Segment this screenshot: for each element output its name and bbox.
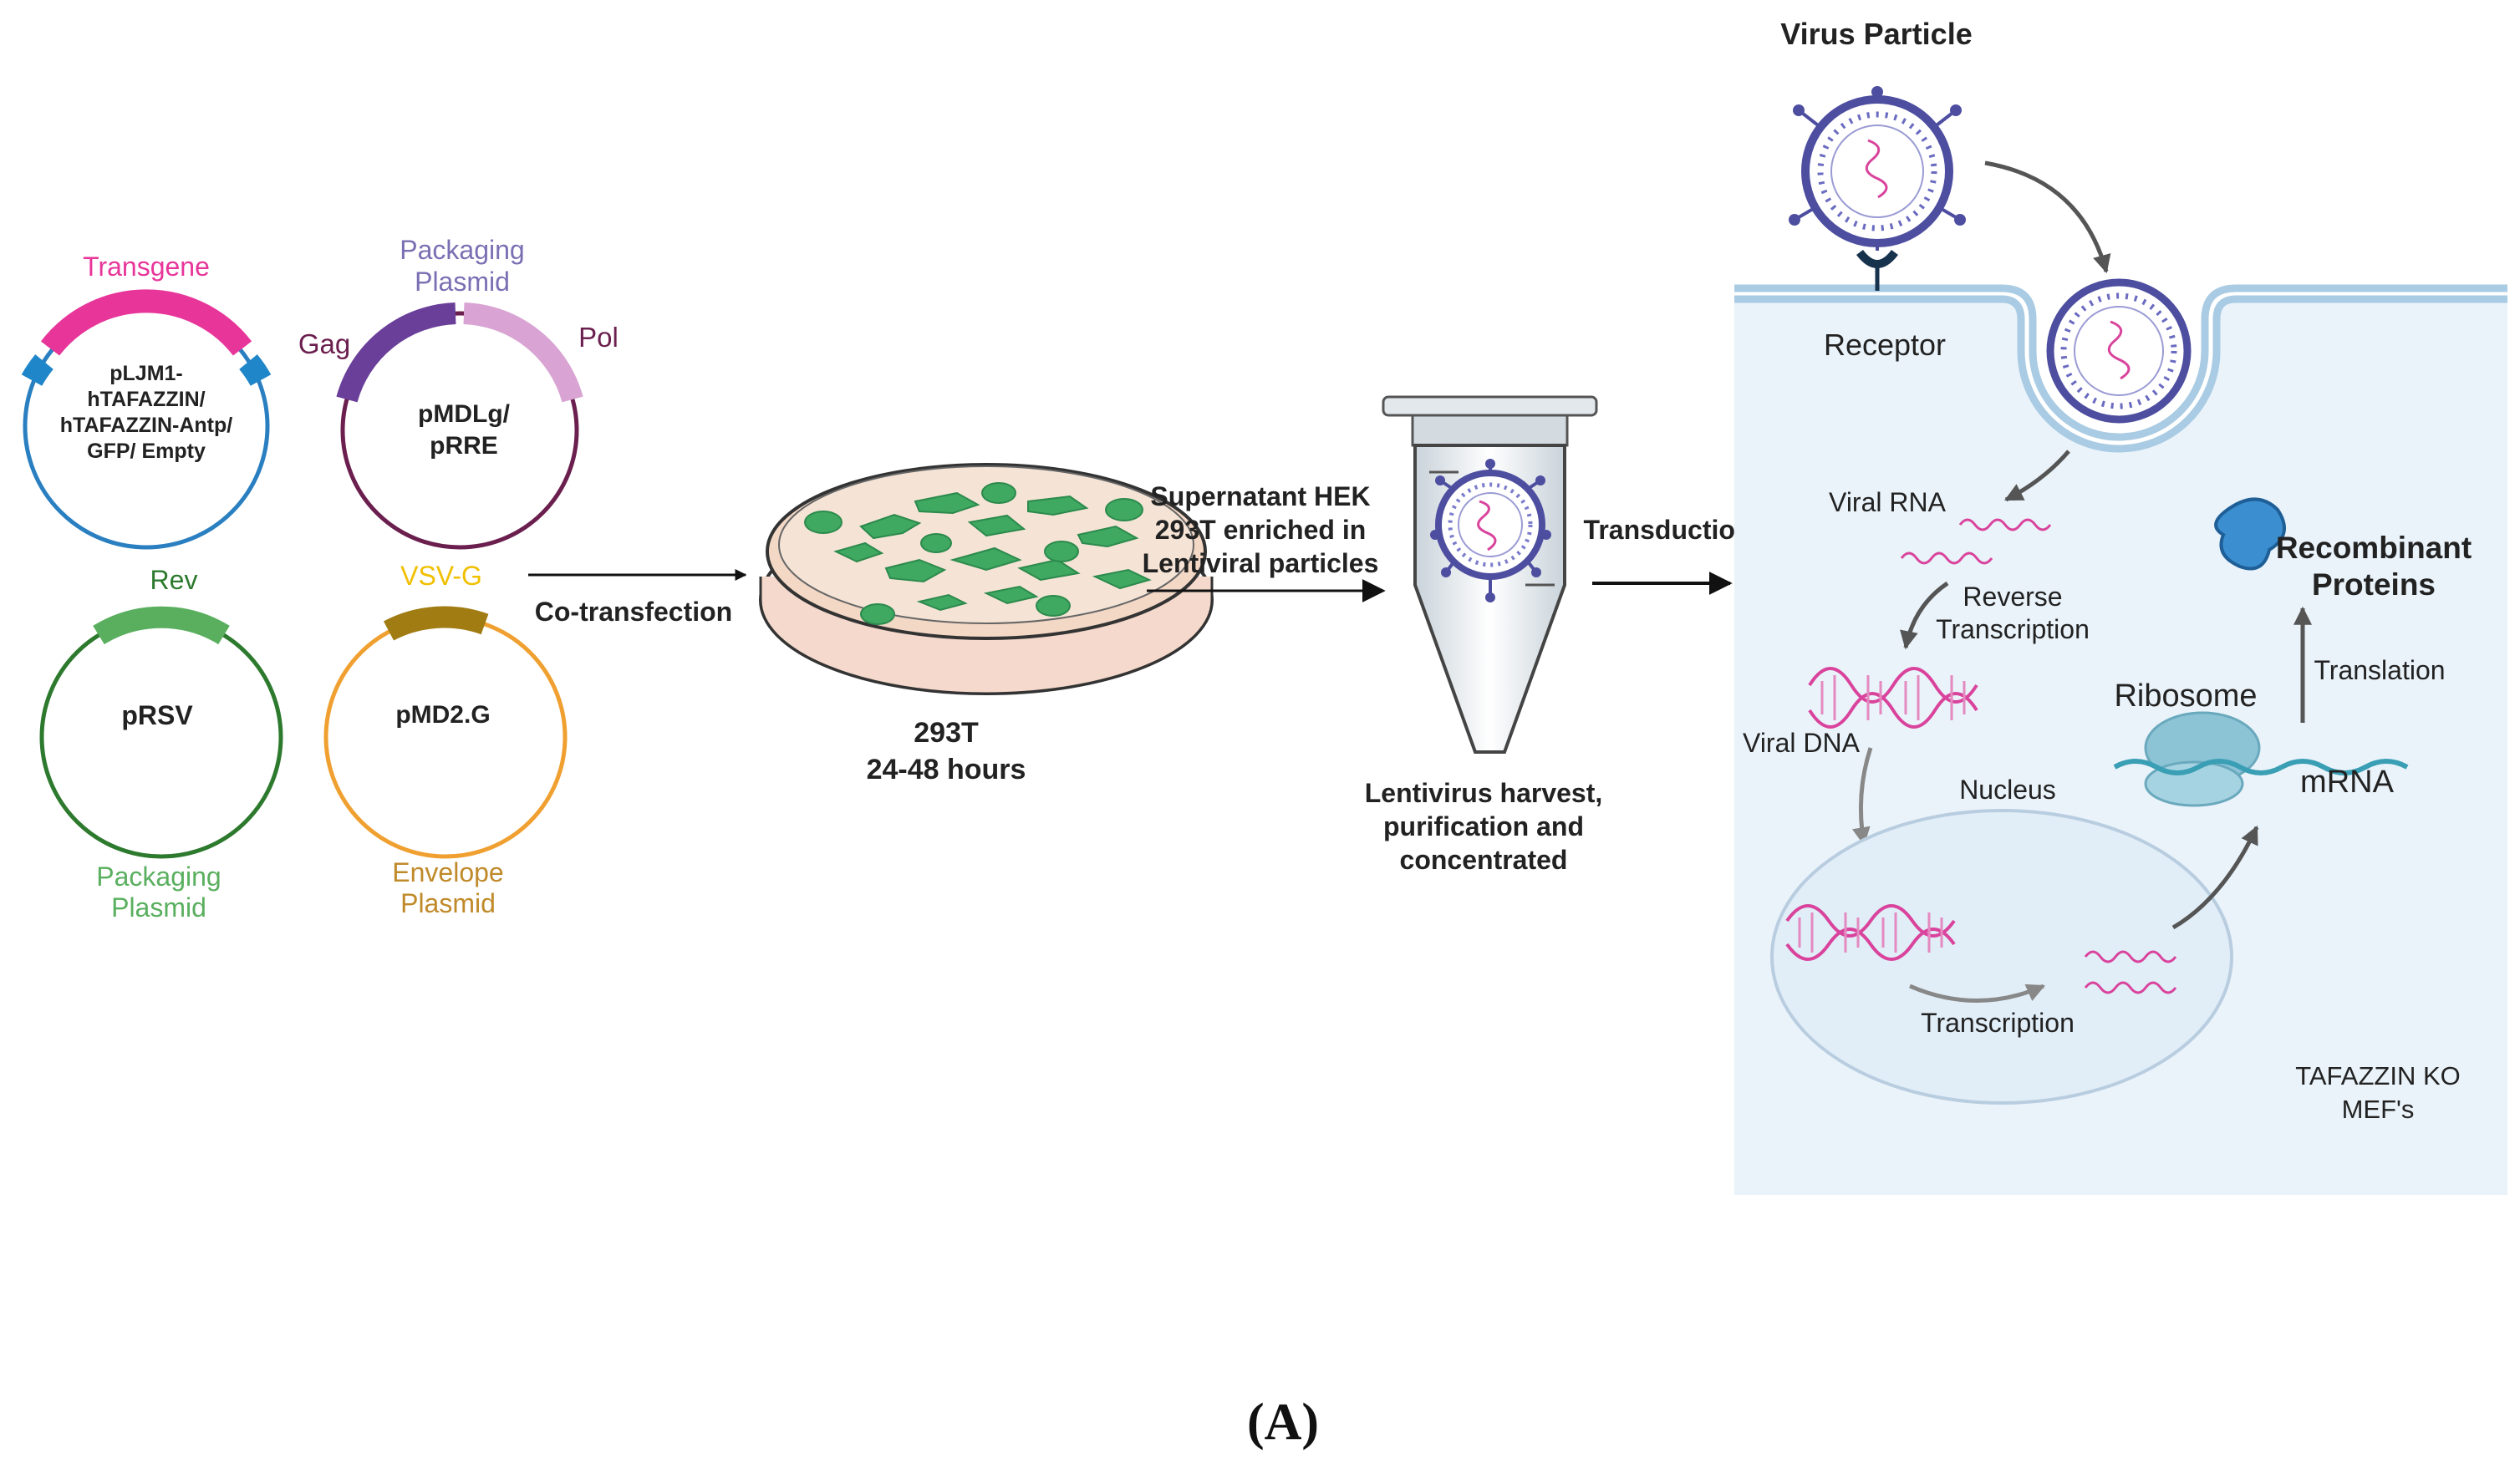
- plasmid1-name-line2: hTAFAZZIN/: [87, 388, 205, 411]
- recombinant-label-line1: Recombinant: [2276, 531, 2472, 565]
- gag-segment: [336, 302, 456, 403]
- reverse-transcription-line2: Transcription: [1936, 614, 2090, 644]
- pol-label: Pol: [578, 322, 619, 353]
- plasmid-plj-m1: Transgene pLJM1- hTAFAZZIN/ hTAFAZZIN-An…: [21, 252, 272, 550]
- endocytosed-virus: [2046, 278, 2192, 424]
- supernatant-label-line3: Lentiviral particles: [1143, 548, 1379, 578]
- reverse-transcription-arrow: [1900, 581, 1949, 650]
- harvest-label-line3: concentrated: [1400, 845, 1568, 875]
- plasmid1-name-line3: hTAFAZZIN-Antp/: [60, 414, 232, 437]
- vsvg-label: VSV-G: [400, 561, 482, 591]
- dish-label-line1: 293T: [914, 717, 979, 749]
- rev-label: Rev: [150, 565, 198, 595]
- envelope-plasmid-label-line2: Plasmid: [400, 888, 496, 918]
- entry-arrow: [1984, 160, 2111, 274]
- reverse-transcription-line1: Reverse: [1963, 582, 2062, 612]
- plasmid4-backbone: [323, 615, 568, 859]
- integrated-dna-helix: [1785, 904, 1956, 961]
- dish-rim: [778, 465, 1194, 624]
- virus-particle: [1789, 86, 1966, 291]
- packaging-plasmid2-label-line2: Plasmid: [111, 892, 206, 923]
- plasmid4-name: pMD2.G: [395, 701, 490, 729]
- uncoating-arrow: [2004, 450, 2070, 502]
- recombinant-label-line2: Proteins: [2312, 567, 2436, 602]
- protein-shape: [2214, 497, 2286, 571]
- petri-dish: [759, 463, 1214, 695]
- transduction-label: Transduction: [1584, 515, 1752, 545]
- viral-rna-label: Viral RNA: [1829, 487, 1947, 517]
- hek293t-cells: [804, 482, 1152, 625]
- virus-particle-title: Virus Particle: [1780, 17, 1972, 51]
- nucleus-label: Nucleus: [1959, 775, 2056, 805]
- membrane-inner: [1734, 295, 2507, 453]
- transcription-arrow: [1908, 984, 2046, 1003]
- plasmid2-name-line1: pMDLg/: [418, 400, 511, 428]
- centrifuge-tube: [1382, 395, 1598, 754]
- plasmid-pmdlg-prre: Packaging Plasmid Gag Pol pMDLg/ pRRE: [298, 235, 619, 550]
- nuclear-export-arrow: [2171, 826, 2259, 930]
- viral-dna-label: Viral DNA: [1743, 728, 1861, 758]
- cell-type-line1: TAFAZZIN KO: [2295, 1061, 2461, 1090]
- tube-virus-particle: [1430, 459, 1551, 602]
- plasmid1-marker-right: [239, 354, 272, 387]
- plasmid2-name-line2: pRRE: [430, 432, 498, 460]
- transcription-label: Transcription: [1921, 1008, 2075, 1038]
- viral-dna-helix: [1808, 667, 1978, 729]
- viral-rna-strands: [1900, 518, 2052, 565]
- ribosome-label: Ribosome: [2114, 679, 2257, 714]
- cotransfection-label: Co-transfection: [535, 597, 732, 627]
- tube-cap-band: [1411, 414, 1569, 447]
- mrna-label: mRNA: [2300, 765, 2395, 800]
- harvest-label-line1: Lentivirus harvest,: [1365, 778, 1603, 808]
- plasmid-prsv: Rev pRSV Packaging Plasmid: [39, 565, 283, 923]
- harvest-label-line2: purification and: [1383, 811, 1584, 841]
- plasmid1-name-line1: pLJM1-: [109, 362, 183, 385]
- plasmid1-name-line4: GFP/ Empty: [87, 440, 206, 463]
- supernatant-label-line2: 293T enriched in: [1155, 515, 1367, 545]
- gag-label: Gag: [298, 328, 350, 359]
- mrna-transcripts: [2084, 950, 2177, 994]
- plasmid2-backbone: [340, 311, 579, 550]
- transgene-segment: [40, 289, 252, 356]
- mrna-strand: [2113, 759, 2409, 775]
- receptor-label: Receptor: [1824, 328, 1946, 362]
- panel-label: (A): [1247, 1394, 1319, 1451]
- vsvg-segment: [383, 606, 489, 641]
- plasmid3-name: pRSV: [121, 700, 193, 730]
- dish-label-line2: 24-48 hours: [867, 754, 1026, 785]
- plasmid-pmd2g: VSV-G pMD2.G Envelope Plasmid: [323, 561, 568, 918]
- nuclear-import-arrow: [1851, 747, 1873, 846]
- packaging-plasmid-label-line1: Packaging: [400, 235, 524, 265]
- packaging-plasmid-label-line2: Plasmid: [415, 267, 510, 297]
- packaging-plasmid2-label-line1: Packaging: [96, 862, 221, 892]
- supernatant-label-line1: Supernatant HEK: [1150, 481, 1370, 511]
- membrane-outer: [1734, 284, 2507, 441]
- rev-segment: [93, 606, 230, 645]
- tube-lip: [1382, 395, 1598, 417]
- transgene-label: Transgene: [83, 252, 210, 282]
- plasmid3-backbone: [39, 615, 283, 859]
- pol-segment: [463, 302, 583, 403]
- envelope-plasmid-label-line1: Envelope: [392, 857, 503, 887]
- translation-label: Translation: [2314, 655, 2445, 685]
- receptor-head: [1856, 249, 1898, 268]
- cell-type-line2: MEF's: [2342, 1095, 2415, 1124]
- plasmid1-marker-left: [21, 354, 53, 387]
- nucleus: [1770, 809, 2233, 1105]
